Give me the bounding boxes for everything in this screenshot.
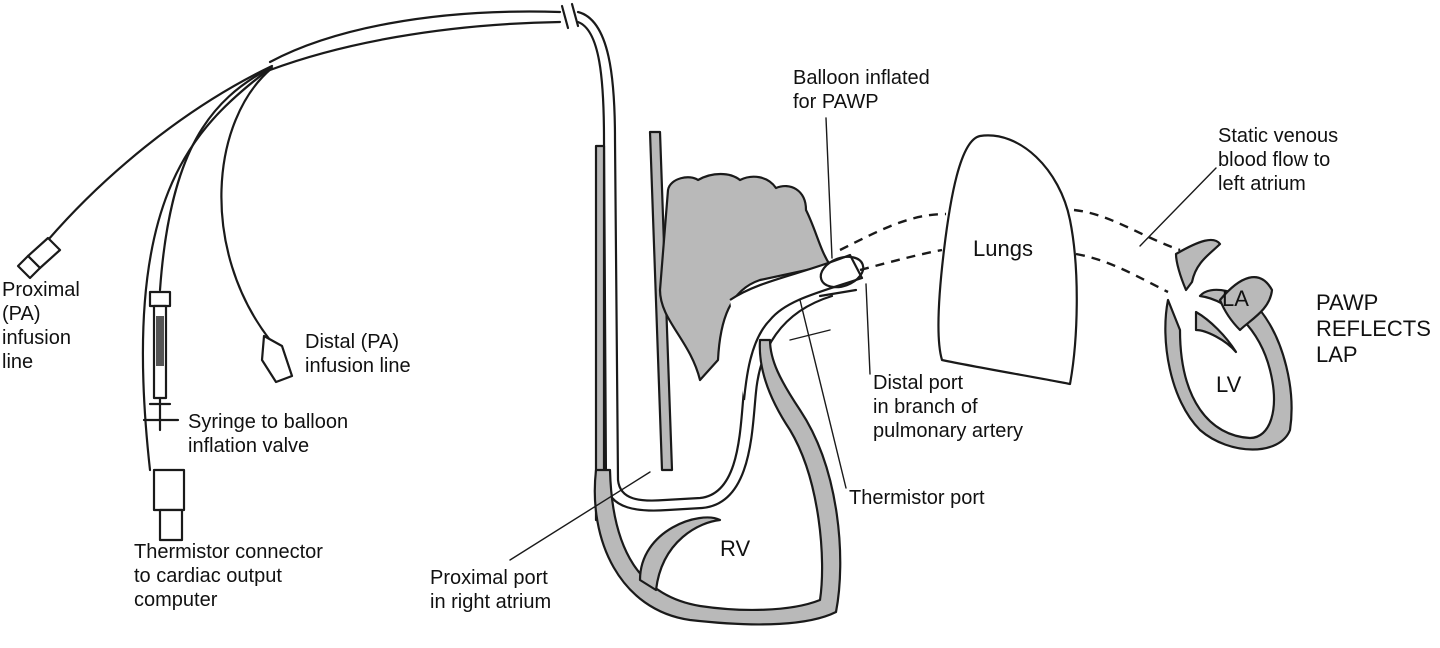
leader-distal-port (865, 283, 871, 375)
leader-lines (509, 117, 1217, 561)
venous-flow-line-lower (1075, 252, 1169, 294)
proximal-line-tube (46, 64, 274, 242)
left-heart (1164, 238, 1293, 451)
heart-outer-wall (593, 338, 842, 626)
leader-proximal-port (509, 471, 651, 561)
label-left-atrium: LA (1222, 286, 1249, 311)
distal-line-tube (220, 66, 274, 342)
leader-thermistor-port (799, 299, 847, 489)
pulmonary-artery (729, 253, 864, 401)
leader-static-venous (1139, 167, 1217, 247)
label-proximal-port: Proximal port in right atrium (430, 567, 552, 613)
lungs (937, 134, 1078, 386)
syringe (142, 290, 180, 432)
proximal-connector (16, 236, 62, 280)
thermistor-connector (152, 468, 186, 542)
distal-connector (260, 334, 294, 384)
label-thermistor-port: Thermistor port (849, 487, 985, 509)
interventricular-septum (638, 516, 722, 592)
label-syringe: Syringe to balloon inflation valve (188, 411, 349, 457)
label-static-venous-flow: Static venous blood flow to left atrium (1218, 125, 1339, 195)
venous-flow-line-upper (1073, 208, 1181, 252)
label-proximal-pa-line: Proximal (PA) infusion line (2, 279, 80, 373)
catheter-assembly (16, 2, 834, 542)
heart (593, 130, 864, 626)
leader-balloon (825, 117, 833, 259)
label-lungs: Lungs (973, 236, 1033, 261)
aortic-arch (658, 172, 832, 382)
catheter-body (268, 10, 562, 64)
pulmonary-flow-line-lower (859, 248, 943, 272)
syringe-line-tube (158, 66, 272, 292)
label-left-ventricle: LV (1216, 372, 1242, 397)
label-pawp-reflects-lap: PAWP REFLECTS LAP (1316, 290, 1431, 367)
label-balloon-inflated: Balloon inflated for PAWP (793, 67, 930, 113)
label-distal-port: Distal port in branch of pulmonary arter… (873, 372, 1024, 442)
pulmonary-flow-line-upper (839, 212, 947, 252)
catheter-break-mark (560, 2, 580, 30)
label-right-ventricle: RV (720, 536, 751, 561)
label-thermistor-connector: Thermistor connector to cardiac output c… (134, 541, 323, 611)
thermistor-line-tube (141, 68, 270, 472)
inflated-balloon (818, 255, 865, 298)
superior-vena-cava (594, 144, 606, 522)
label-distal-pa-line: Distal (PA) infusion line (305, 331, 411, 377)
